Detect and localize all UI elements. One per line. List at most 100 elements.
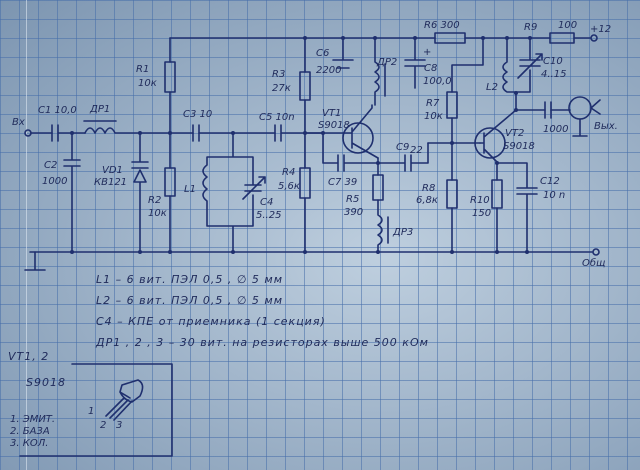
dr1-label: ДР1 [89,104,110,115]
dr2-label: ДР2 [376,57,397,68]
r7-r8-wire [427,37,484,253]
supply-terminal [590,34,598,42]
c10-trimmer-arrow [517,53,543,79]
r10-value: 150 [472,208,491,219]
pin-number-1: 1 [88,406,94,417]
r9-resistor [549,32,575,44]
c7-capacitor [322,132,381,172]
c1-label: C1 10,0 [38,105,77,116]
pin-number-3: 3 [116,420,122,431]
vt1-value: S9018 [318,120,350,131]
c6-value: 2200 [316,65,341,76]
c5-label: C5 10n [259,112,295,123]
c9-capacitor [379,142,429,172]
dr1-inductor [84,127,171,134]
c12-value: 10 n [543,190,565,201]
r2-label: R2 [148,195,161,206]
vd1-varicap [131,132,149,253]
c2-value: 1000 [42,176,67,187]
note-c4: C4 – КПЕ от приемника (1 секция) [96,315,326,328]
ground-terminal [592,248,600,256]
ground-symbol [24,251,46,271]
input-label: Вх [12,117,25,128]
vt2-label: VT2 [505,128,524,139]
c9-label: C9 [396,142,409,153]
c12-label: C12 [540,176,560,187]
output-label: Вых. [594,121,618,132]
c2-capacitor [63,132,81,253]
r2-value: 10к [148,208,167,219]
l1-label: L1 [184,184,196,195]
r7-value: 10к [424,111,443,122]
r8-resistor [446,179,458,209]
c8-value: 100,0 [423,76,452,87]
c8-plus: + [423,47,431,58]
r8-label: R8 [422,183,435,194]
r7-label: R7 [426,98,440,109]
r4-label: R4 [282,167,295,178]
c3-capacitor [192,124,200,142]
r6-label: R6 300 [424,20,460,31]
r1-value: 10к [138,78,157,89]
r3-value: 27к [272,83,291,94]
l1-c4-tank [202,132,262,253]
r4-value: 5,6к [278,181,300,192]
c12-capacitor [496,162,538,253]
c11-value: 1000 [543,124,568,135]
r10-label: R10 [470,195,490,206]
r1-resistor [164,61,176,93]
r7-resistor [446,91,458,119]
vd1-value: КВ121 [94,177,127,188]
r4-resistor [299,167,311,199]
vt1-emitter-wire [377,157,383,253]
l2-c10-tank [502,37,541,111]
c7-label: C7 39 [328,177,357,188]
pinout-box [19,363,173,457]
vt2-transistor [474,127,506,159]
r9-label: R9 [524,22,537,33]
note-l1: L1 – 6 вит. ПЭЛ 0,5 , ∅ 5 мм [96,273,283,286]
r9-value: 100 [558,20,577,31]
note-l2: L2 – 6 вит. ПЭЛ 0,5 , ∅ 5 мм [96,294,283,307]
c9-value: 22 [410,145,423,156]
page-margin-line [26,0,27,470]
r3-resistor [299,71,311,101]
r5-value: 390 [344,207,363,218]
pin-3-label: 3. КОЛ. [10,438,48,449]
r5-resistor [372,174,384,201]
r3-label: R3 [272,69,285,80]
r1-label: R1 [136,64,149,75]
c8-capacitor [404,37,426,89]
r5-label: R5 [346,194,359,205]
pin-2-label: 2. БАЗА [10,426,50,437]
c4-label: C4 [260,197,273,208]
to92-transistor-drawing [105,379,144,421]
supply-label: +12 [590,24,611,35]
note-chokes: ДР1 , 2 , 3 – 30 вит. на резисторах выше… [95,336,429,349]
c6-capacitor [332,37,354,69]
input-terminal [24,129,32,137]
c4-value: 5..25 [256,210,281,221]
c4-trimmer-arrow [242,176,266,200]
pin-number-2: 2 [100,420,106,431]
c1-capacitor [51,124,59,142]
pinout-part: S9018 [26,376,66,389]
c11-capacitor [544,101,552,119]
r8-value: 6,8к [416,195,438,206]
r10-resistor [491,179,503,209]
r6-resistor [434,32,466,44]
c2-label: C2 [44,160,57,171]
r2-resistor [164,167,176,197]
dr3-label: ДР3 [392,227,413,238]
l2-label: L2 [486,82,498,93]
junction-dots [70,36,532,254]
vt2-value: S9018 [503,141,535,152]
vd1-label: VD1 [102,165,123,176]
vt1-transistor [342,122,374,154]
ground-label: Общ [582,257,605,269]
c6-label: C6 [316,48,329,59]
vt1-leads [304,104,379,159]
vt1-label: VT1 [322,108,341,119]
